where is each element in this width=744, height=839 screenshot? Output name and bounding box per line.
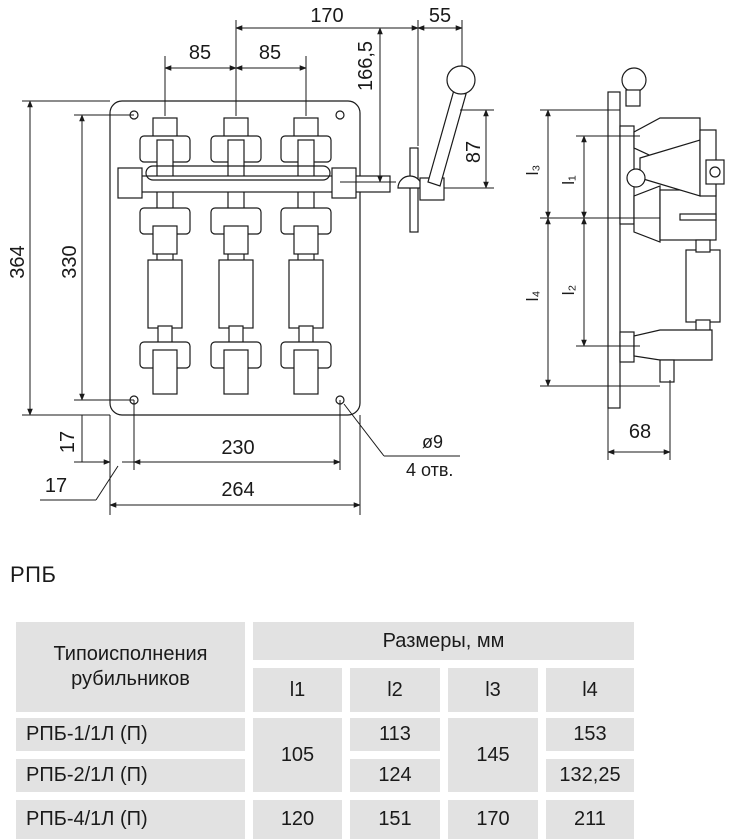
cell-l4: 132,25 <box>546 759 634 792</box>
cell-l4: 153 <box>546 718 634 751</box>
dim-330: 330 <box>59 245 81 278</box>
header-type: Типоисполнения рубильников <box>16 622 245 712</box>
cell-l3: 170 <box>448 800 538 839</box>
header-sizes: Размеры, мм <box>253 622 634 660</box>
row-name: РПБ-1/1Л (П) <box>16 718 245 751</box>
dim-85-left: 85 <box>189 42 211 64</box>
cell-l4: 211 <box>546 800 634 839</box>
base-plate <box>109 100 361 416</box>
dim-364: 364 <box>7 245 29 278</box>
front-dimension-labels: 170 85 85 55 166,5 87 364 330 17 230 17 … <box>7 5 485 501</box>
col-header-l3: l3 <box>448 668 538 712</box>
cell-l3-rows-1-2: 145 <box>448 718 538 792</box>
lever <box>427 89 467 187</box>
side-dimensions <box>540 109 671 460</box>
side-dimension-labels: l₃ l₁ l₄ l₂ 68 <box>523 165 651 443</box>
cell-l2: 151 <box>350 800 440 839</box>
dim-87: 87 <box>463 141 485 163</box>
dim-68: 68 <box>629 421 651 443</box>
label-l3: l₃ <box>523 165 542 176</box>
dimensions-table: Типоисполнения рубильников Размеры, мм l… <box>16 622 636 839</box>
dim-17-horizontal: 17 <box>45 475 67 497</box>
dim-55: 55 <box>429 5 451 27</box>
side-fuse <box>685 249 721 323</box>
row-name: РПБ-4/1Л (П) <box>16 800 245 839</box>
hole-count: 4 отв. <box>406 460 453 480</box>
label-l1: l₁ <box>559 175 578 185</box>
cell-l1-rows-1-2: 105 <box>253 718 342 792</box>
cell-l2: 113 <box>350 718 440 751</box>
pole-left <box>139 117 191 395</box>
front-dimensions <box>22 20 494 515</box>
side-plate <box>607 91 621 409</box>
label-l4: l₄ <box>523 291 542 302</box>
row-name: РПБ-2/1Л (П) <box>16 759 245 792</box>
technical-drawing: 170 85 85 55 166,5 87 364 330 17 230 17 … <box>7 5 725 515</box>
cell-l1: 120 <box>253 800 342 839</box>
dim-230: 230 <box>221 437 254 459</box>
front-view <box>109 65 476 416</box>
col-header-l1: l1 <box>253 668 342 712</box>
label-l2: l₂ <box>559 285 578 295</box>
col-header-l2: l2 <box>350 668 440 712</box>
dim-264: 264 <box>221 479 254 501</box>
cell-l2: 124 <box>350 759 440 792</box>
dim-166-5: 166,5 <box>355 41 377 91</box>
pole-middle <box>210 117 262 395</box>
col-header-l4: l4 <box>546 668 634 712</box>
mounting-hole <box>335 110 345 120</box>
product-caption: РПБ <box>10 562 57 587</box>
side-view <box>607 67 725 409</box>
flange <box>409 147 419 233</box>
dim-85-right: 85 <box>259 42 281 64</box>
hole-diameter: ø9 <box>422 432 443 452</box>
lever-knob <box>446 65 476 95</box>
dim-170: 170 <box>310 5 343 27</box>
dim-17-vertical: 17 <box>57 431 79 453</box>
pole-right <box>280 117 332 395</box>
side-lever-knob <box>621 67 647 93</box>
